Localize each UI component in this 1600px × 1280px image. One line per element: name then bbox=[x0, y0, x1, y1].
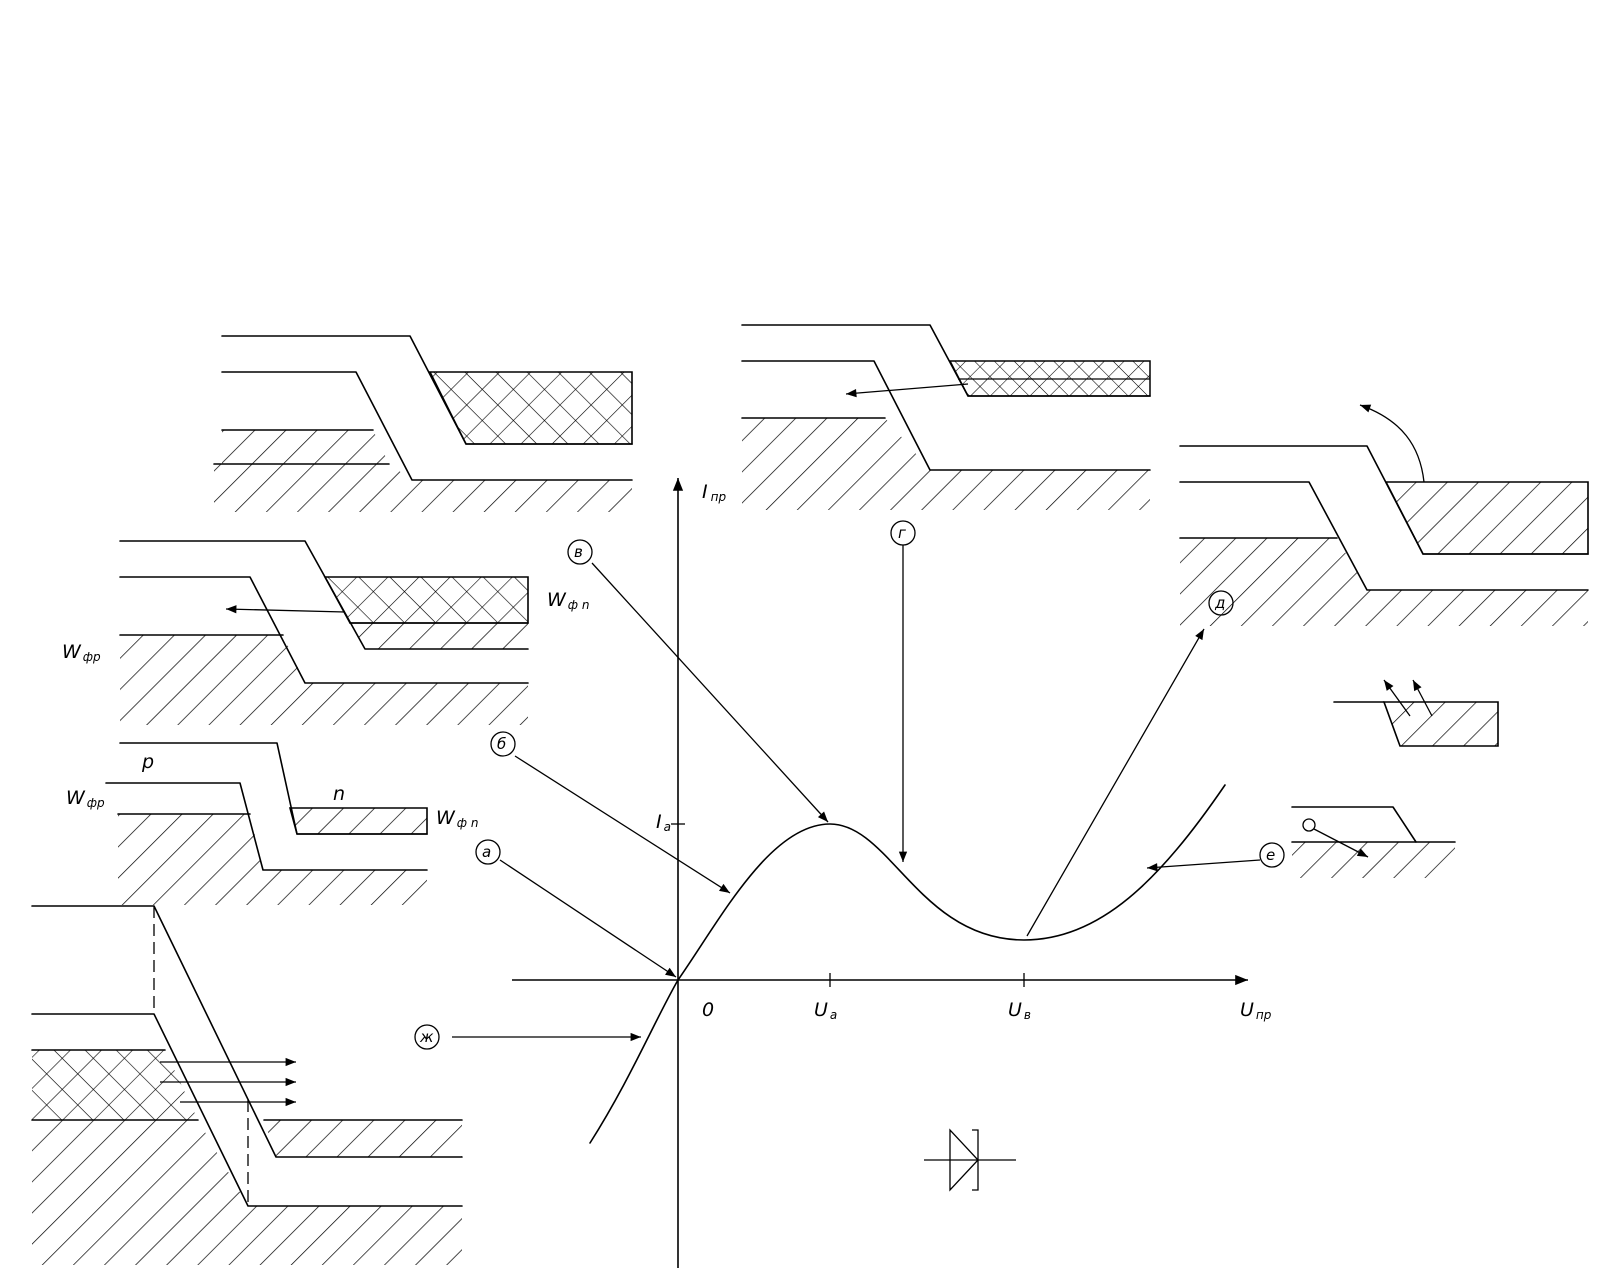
band-diagram-top-center bbox=[741, 324, 1151, 510]
thermal-arrow bbox=[1359, 404, 1425, 483]
tunnel-diode-symbol bbox=[924, 1128, 1016, 1192]
svg-text:а: а bbox=[482, 843, 491, 861]
tunnel-arrow bbox=[845, 383, 969, 398]
marker-zh: ж bbox=[414, 1024, 641, 1050]
marker-a: а bbox=[475, 839, 677, 978]
iv-curve bbox=[589, 784, 1226, 1144]
svg-text:ж: ж bbox=[419, 1028, 434, 1046]
marker-d: д bbox=[1026, 590, 1234, 937]
filled-states-n bbox=[323, 576, 529, 624]
svg-text:е: е bbox=[1266, 846, 1275, 864]
p-region-label: p bbox=[141, 751, 154, 773]
origin-label: 0 bbox=[702, 999, 714, 1021]
band-diagram-right-small bbox=[1333, 679, 1499, 747]
marker-b: б bbox=[490, 731, 731, 894]
tunnel-arrow bbox=[225, 605, 346, 614]
marker-e: е bbox=[1146, 842, 1285, 872]
band-diagram-top-left bbox=[213, 335, 633, 512]
band-diagram-top-right bbox=[1179, 404, 1589, 626]
marker-v: в bbox=[567, 539, 829, 823]
svg-text:г: г bbox=[898, 524, 906, 542]
band-diagram-right-lower bbox=[1291, 806, 1456, 878]
svg-text:в: в bbox=[574, 543, 583, 561]
filled-states-p bbox=[32, 1050, 198, 1120]
n-region-label: n bbox=[333, 783, 345, 805]
band-diagram-bottom-left bbox=[31, 905, 463, 1265]
marker-g: г bbox=[890, 520, 916, 862]
svg-text:б: б bbox=[497, 735, 506, 753]
filled-states-n bbox=[428, 371, 633, 445]
